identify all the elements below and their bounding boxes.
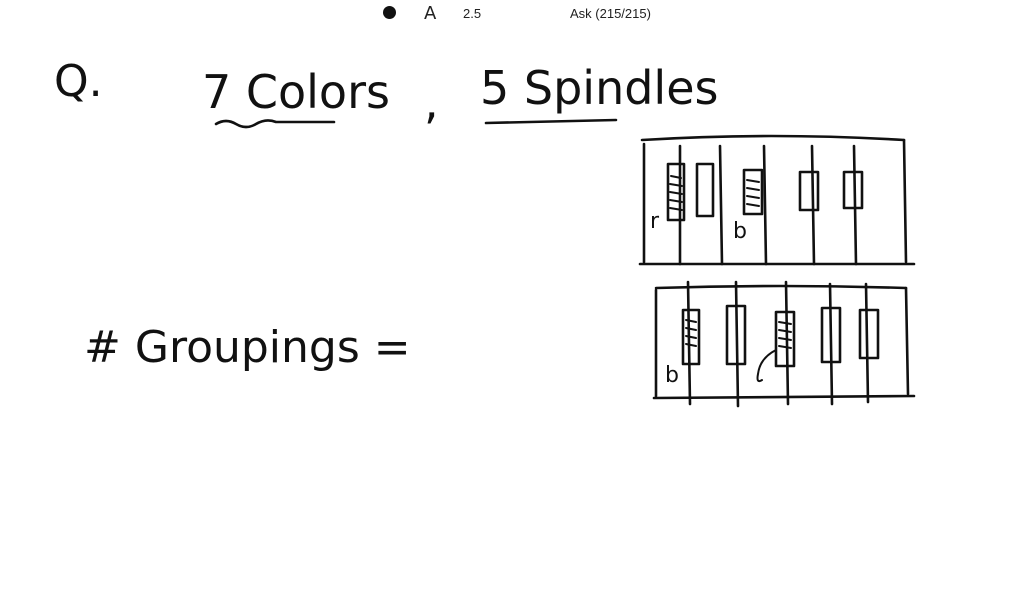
hatching-1 [669,175,683,211]
text-tool-button[interactable]: A [424,3,437,24]
label-b-top: b [733,219,747,244]
spindle-diagram-bottom: b [652,280,916,408]
spindle-beads-5 [842,170,864,210]
groupings-text: # Groupings = [84,322,411,373]
hatching-3 [746,179,760,207]
spindle-rods-2 [686,280,870,408]
hatching2-3 [778,321,792,349]
pen-color-button[interactable] [383,6,396,19]
label-b-bottom: b [665,363,679,388]
spindle2-beads-4 [820,306,842,364]
spindle2-beads-5 [858,308,880,360]
rack2-top-edge [654,284,908,290]
spindle-beads-2 [695,162,715,218]
spindle2-beads-1 [681,308,701,366]
spindle-rods [678,144,858,266]
spindle-diagram-top: r b [638,134,916,266]
rack2-right-edge [904,286,910,396]
spindle-beads-4 [798,170,820,212]
question-label: Q. [54,56,103,107]
spindles-text: 5 Spindles [480,61,718,115]
spindle2-beads-3 [774,310,796,368]
colors-text: 7 Colors [202,65,390,119]
spindle-beads-3 [742,168,764,216]
spindles-underline [484,118,618,125]
separator-comma: , [424,75,439,129]
colors-underline [214,119,336,129]
spindle-beads-1 [666,162,686,222]
label-r-top: r [650,209,660,234]
stroke-size-button[interactable]: 2.5 [463,6,482,21]
rack2-bottom-edge [652,394,916,400]
spindle2-beads-2 [725,304,747,366]
whiteboard-toolbar: A 2.5 Ask (215/215) [0,0,1024,26]
hatching2-1 [685,319,697,347]
rack-right-edge [902,138,908,264]
arrow-stroke [756,349,777,383]
rack-top-edge [640,134,906,142]
ask-button[interactable]: Ask (215/215) [570,6,651,21]
